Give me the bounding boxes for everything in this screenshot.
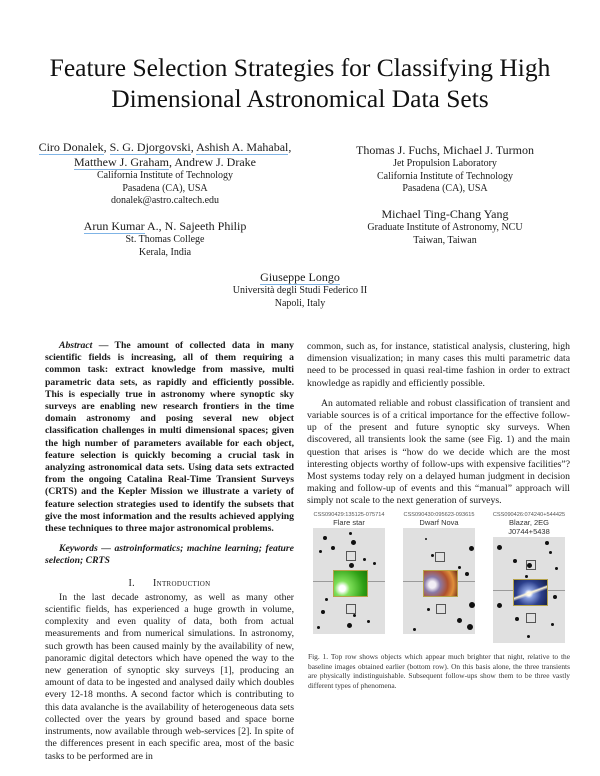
author-link-donalek[interactable]: Ciro Donalek [38,140,104,155]
author-block-caltech: Ciro Donalek, S. G. Djorgovski, Ashish A… [30,140,300,208]
author-email: donalek@astro.caltech.edu [110,195,220,206]
keywords: Keywords — astroinformatics; machine lea… [45,543,294,567]
title-line-1: Feature Selection Strategies for Classif… [49,53,551,82]
panel-label: Dwarf Nova [419,518,459,527]
author-link-djorgovski[interactable]: S. G. Djorgovski [109,140,191,155]
affiliation: California Institute of Technology [376,170,514,182]
author-link-mahabal[interactable]: Ashish A. Mahabal [196,140,289,155]
affiliation: Università degli Studi Federico II [232,285,368,296]
transient-inset [423,570,458,597]
abstract: Abstract — The amount of collected data … [45,340,294,535]
affiliation-location: Pasadena (CA), USA [402,183,488,194]
panel-object-id: CSS090426:074240+544425 [492,512,566,518]
title-line-2: Dimensional Astronomical Data Sets [111,84,489,113]
abstract-label: Abstract [59,340,93,351]
paper-title: Feature Selection Strategies for Classif… [0,52,600,114]
author-link-longo[interactable]: Giuseppe Longo [260,270,340,285]
figure-panel-flare-star: CSS090429:135125-075714 Flare star [308,512,390,634]
section-heading-introduction: I. Introduction [45,578,294,590]
affiliation: California Institute of Technology [96,170,234,181]
sky-image [403,528,475,634]
panel-label: Flare star [333,518,365,527]
panel-label: Blazar, 2EG J0744+5438 [508,518,550,536]
right-paragraph-2: An automated reliable and robust classif… [307,397,570,507]
keywords-text: — astroinformatics; machine learning; fe… [45,543,294,567]
author-link-graham[interactable]: Matthew J. Graham [74,155,169,170]
affiliation-location: Kerala, India [138,246,192,258]
author-drake: Andrew J. Drake [174,155,256,169]
panel-object-id: CSS090430:095623-093615 [403,512,475,518]
author-names: Thomas J. Fuchs, Michael J. Turmon [355,143,534,157]
affiliation-location: Napoli, Italy [274,297,326,309]
transient-inset [513,579,548,606]
author-link-kumar[interactable]: Arun Kumar [83,219,145,234]
sky-image [313,528,385,634]
abstract-text: — The amount of collected data in many s… [45,340,294,535]
keywords-label: Keywords [59,543,98,555]
figure-1: CSS090429:135125-075714 Flare star CSS09… [308,512,570,643]
figure-panel-blazar: CSS090426:074240+544425 Blazar, 2EG J074… [488,512,570,643]
sky-image [493,537,565,643]
author-names: Michael Ting-Chang Yang [381,207,509,221]
author-block-stthomas: Arun Kumar A., N. Sajeeth Philip St. Tho… [30,219,300,259]
section-number: I. [128,577,135,589]
figure-1-caption: Fig. 1. Top row shows objects which appe… [308,652,570,690]
right-paragraph-1: common, such as, for instance, statistic… [307,341,570,389]
panel-object-id: CSS090429:135125-075714 [313,512,385,518]
author-names-rest: A., N. Sajeeth Philip [144,219,247,233]
author-block-napoli: Giuseppe Longo Università degli Studi Fe… [175,270,425,310]
affiliation: Graduate Institute of Astronomy, NCU [367,222,523,233]
intro-paragraph-1: In the last decade astronomy, as well as… [45,591,294,762]
right-column: common, such as, for instance, statistic… [307,341,570,508]
author-block-ncu: Michael Ting-Chang Yang Graduate Institu… [320,207,570,247]
author-block-jpl: Thomas J. Fuchs, Michael J. Turmon Jet P… [320,143,570,196]
transient-inset [333,570,368,597]
left-column: Abstract — The amount of collected data … [45,340,294,763]
affiliation-location: Taiwan, Taiwan [413,234,477,246]
section-title: Introduction [152,577,211,589]
affiliation: St. Thomas College [125,234,205,245]
figure-panel-dwarf-nova: CSS090430:095623-093615 Dwarf Nova [398,512,480,634]
affiliation: Jet Propulsion Laboratory [393,158,497,169]
affiliation-location: Pasadena (CA), USA [122,182,208,194]
